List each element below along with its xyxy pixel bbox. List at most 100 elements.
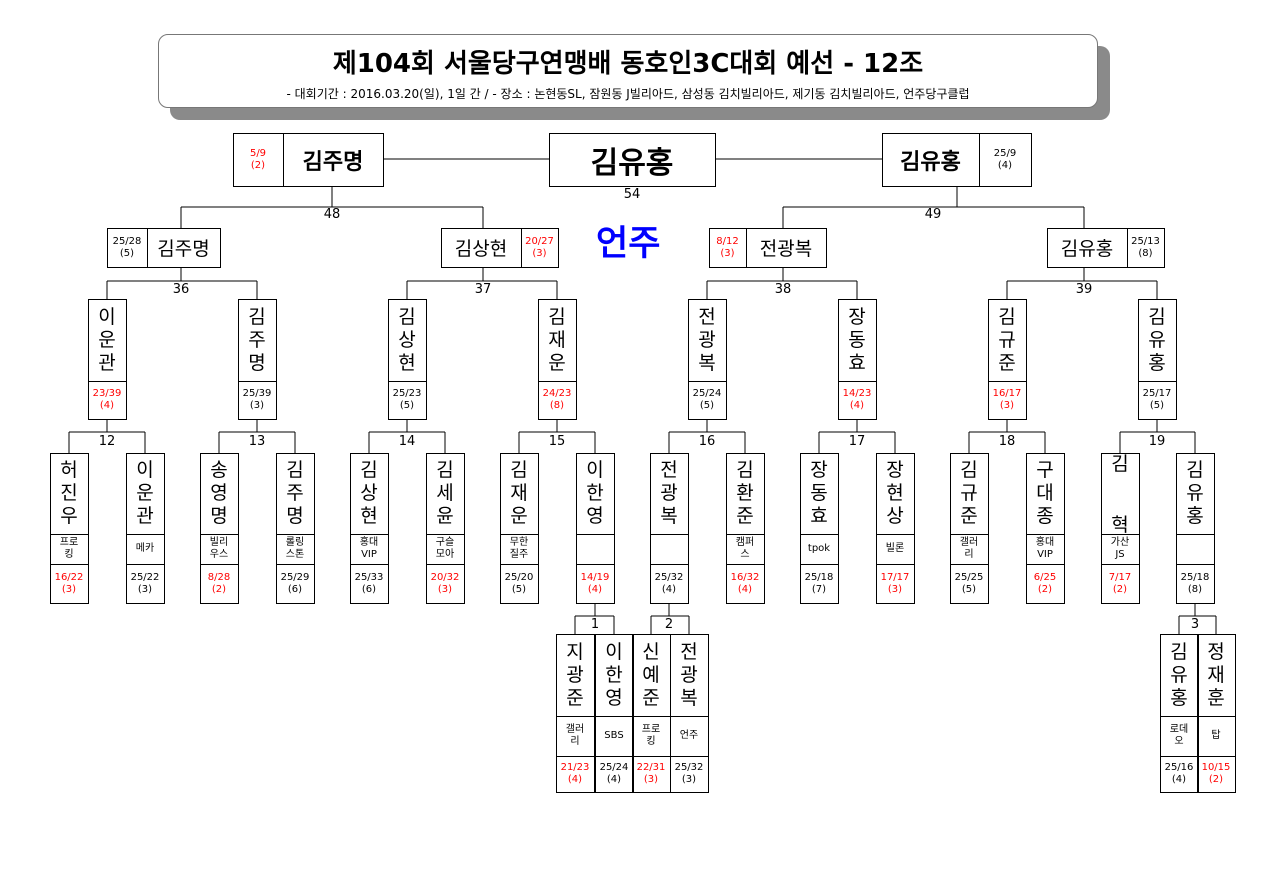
club-name [650, 534, 688, 564]
rank-value: (3) [887, 583, 903, 595]
rank-value: (5) [511, 583, 527, 595]
match-number: 16 [698, 434, 716, 449]
match-number: 49 [924, 207, 942, 222]
qualifier-score-box [1160, 756, 1199, 793]
qualifier-score-box [670, 756, 709, 793]
rank-value: (3) [249, 400, 265, 411]
rank-value: (4) [1171, 774, 1187, 785]
rank-value: (5) [699, 400, 715, 411]
score-cell: 25/39(3) [238, 381, 276, 419]
round4-score-box [876, 564, 915, 604]
rank-value: (5) [961, 583, 977, 595]
score-cell: 16/22(3) [50, 564, 88, 603]
rank-value: (3) [437, 583, 453, 595]
score-value: 21/23 [560, 762, 590, 773]
score-cell: 10/15(2) [1197, 756, 1235, 792]
qf-name-box [746, 228, 827, 268]
rank-value: (3) [643, 774, 659, 785]
rank-value: (7) [811, 583, 827, 595]
club-name: 탑 [1211, 730, 1221, 741]
score-value: 25/16 [1164, 762, 1194, 773]
score-cell: 24/23(8) [538, 381, 576, 419]
round4-score-box [1101, 564, 1140, 604]
rank-value: (8) [1138, 247, 1153, 259]
rank-value: (5) [399, 400, 415, 411]
rank-value: (3) [61, 583, 77, 595]
round4-score-box [200, 564, 239, 604]
match-number: 39 [1075, 282, 1093, 297]
score-cell: 17/17(3) [876, 564, 914, 603]
round4-score-box [50, 564, 89, 604]
score-cell: 25/17(5) [1138, 381, 1176, 419]
score-cell: 21/23(4) [556, 756, 594, 792]
match-number: 38 [774, 282, 792, 297]
score-cell: 23/39(4) [88, 381, 126, 419]
match-number: 13 [248, 434, 266, 449]
score-cell: 20/27(3) [521, 228, 558, 267]
rank-value: (5) [1149, 400, 1165, 411]
rank-value: (4) [587, 583, 603, 595]
score-value: 5/9 [249, 147, 267, 159]
score-value: 6/25 [1033, 571, 1057, 583]
rank-value: (2) [211, 583, 227, 595]
score-cell: 7/17(2) [1101, 564, 1139, 603]
rank-value: (5) [119, 247, 135, 259]
score-value: 25/24 [599, 762, 629, 773]
round4-score-box [500, 564, 539, 604]
match-number: 19 [1148, 434, 1166, 449]
score-value: 25/18 [1180, 571, 1210, 583]
page-title: 제104회 서울당구연맹배 동호인3C대회 예선 - 12조 [332, 49, 924, 79]
match-number: 36 [172, 282, 190, 297]
score-value: 25/18 [804, 571, 834, 583]
score-cell: 25/18(8) [1176, 564, 1214, 603]
club-name: tpok [807, 543, 831, 554]
score-value: 25/29 [280, 571, 310, 583]
score-cell: 5/9(2) [233, 133, 283, 186]
final-box [549, 133, 716, 187]
score-cell: 25/9(4) [979, 133, 1031, 186]
score-cell: 25/22(3) [126, 564, 164, 603]
score-value: 17/17 [880, 571, 910, 583]
round4-score-box [276, 564, 315, 604]
qf-player-name: 김상현 [454, 238, 508, 260]
round4-score-box [800, 564, 839, 604]
rank-value: (8) [1187, 583, 1203, 595]
score-cell: 25/24(5) [688, 381, 726, 419]
score-cell: 20/32(3) [426, 564, 464, 603]
score-value: 14/23 [842, 388, 872, 399]
match-number: 18 [998, 434, 1016, 449]
club-name: 빌론 [885, 543, 905, 554]
score-value: 25/23 [392, 388, 422, 399]
score-cell: 14/19(4) [576, 564, 614, 603]
round4-score-box [126, 564, 165, 604]
score-value: 25/17 [1142, 388, 1172, 399]
match-number: 48 [323, 207, 341, 222]
score-cell: 25/18(7) [800, 564, 838, 603]
rank-value: (6) [361, 583, 377, 595]
score-cell: 25/24(4) [595, 756, 633, 792]
qf-score-box [521, 228, 559, 268]
score-value: 16/17 [992, 388, 1022, 399]
score-value: 10/15 [1201, 762, 1231, 773]
score-cell: 6/25(2) [1026, 564, 1064, 603]
rank-value: (3) [681, 774, 697, 785]
score-cell: 25/29(6) [276, 564, 314, 603]
qf-score-box [1127, 228, 1165, 268]
